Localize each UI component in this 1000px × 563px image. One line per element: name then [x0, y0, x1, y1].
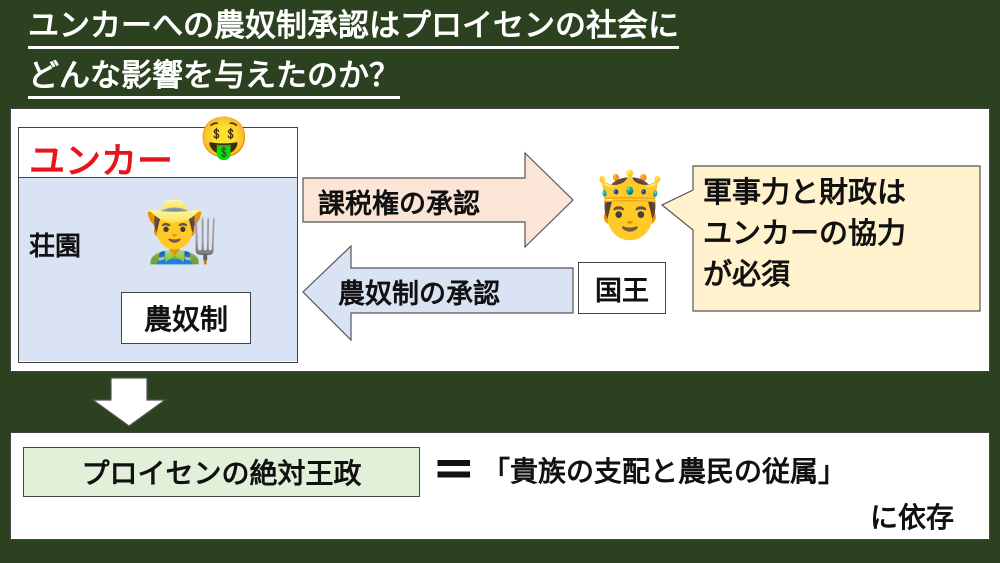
junker-label: ユンカー: [29, 141, 174, 182]
title-line-1: ユンカーへの農奴制承認はプロイセンの社会に: [28, 6, 679, 49]
king-icon: 🤴: [590, 169, 670, 243]
dependency-text: 「貴族の支配と農民の従属」: [482, 455, 847, 488]
callout-bubble: [660, 165, 981, 312]
arrow-left: [302, 244, 574, 342]
junker-box: ユンカー 🤑 荘園 👨‍🌾 農奴制: [18, 115, 298, 363]
serfdom-approval-label: 農奴制の承認: [338, 279, 500, 310]
callout-line: 軍事力と財政は: [703, 175, 907, 209]
down-arrow: [91, 377, 167, 427]
title-line-2: どんな影響を与えたのか？: [28, 56, 400, 99]
king-box: 国王: [578, 262, 666, 314]
serfdom-box: 農奴制: [121, 292, 251, 344]
arrow-right: [302, 151, 574, 249]
farmer-icon: 👨‍🌾: [144, 197, 219, 267]
absolutism-box: プロイセンの絶対王政: [23, 447, 420, 497]
estate-label: 荘園: [29, 232, 82, 262]
callout-text: 軍事力と財政は ユンカーの協力 が必須: [703, 172, 906, 295]
dependency-suffix: に依存: [870, 501, 955, 534]
callout-line: が必須: [703, 257, 791, 291]
equals-sign: =: [432, 438, 476, 498]
rich-man-icon: 🤑: [199, 115, 249, 161]
callout-line: ユンカーの協力: [703, 216, 907, 250]
tax-right-label: 課税権の承認: [318, 189, 480, 220]
